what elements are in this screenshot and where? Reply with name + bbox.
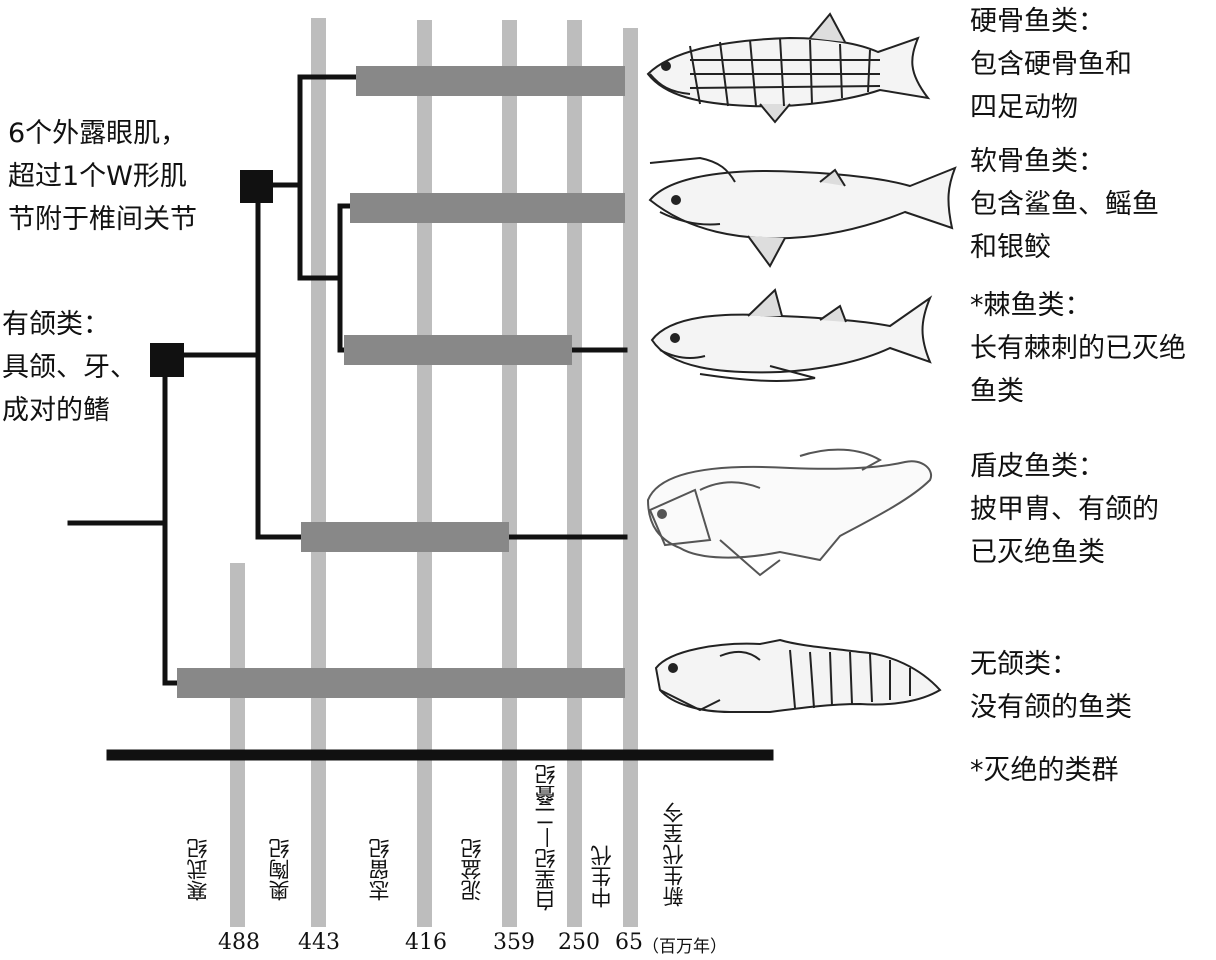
tick-label-250: 250	[558, 930, 600, 955]
crown-characters-label: 6个外露眼肌， 超过1个W形肌 节附于椎间关节	[8, 112, 197, 241]
time-band-359	[502, 20, 517, 927]
taxon-label-osteichthyes: 硬骨鱼类： 包含硬骨鱼和 四足动物	[970, 0, 1132, 129]
taxon-label-line: 没有颌的鱼类	[970, 692, 1132, 723]
ostracoderm-drawing	[654, 638, 942, 713]
taxon-label-line: 和银鲛	[970, 232, 1051, 263]
taxon-label-line: 已灭绝鱼类	[970, 537, 1105, 568]
jawed-node	[150, 343, 184, 377]
crown-characters-line: 6个外露眼肌，	[8, 118, 188, 149]
period-label-silurian: 志留纪	[368, 838, 392, 901]
shark-drawing	[648, 156, 957, 268]
jawed-characters-line: 成对的鳍	[2, 395, 110, 426]
range-bar-agnatha	[177, 668, 625, 698]
tick-unit-label: （百万年）	[642, 937, 727, 957]
time-band-488	[230, 563, 245, 927]
jawed-characters-label: 有颌类： 具颌、牙、 成对的鳍	[2, 303, 137, 432]
taxon-label-line: 长有棘刺的已灭绝	[970, 333, 1186, 364]
crown-characters-line: 节附于椎间关节	[8, 204, 197, 235]
time-band-65	[623, 28, 638, 927]
taxon-label-line: 软骨鱼类：	[970, 146, 1105, 177]
tick-label-488: 488	[218, 930, 260, 955]
time-band-250	[567, 20, 582, 927]
taxon-label-line: 披甲胄、有颌的	[970, 494, 1159, 525]
tick-label-65: 65	[615, 930, 643, 955]
placoderm-drawing	[646, 448, 933, 577]
extinct-footnote: *灭绝的类群	[970, 755, 1119, 786]
range-bar-chondrichthyes	[350, 193, 625, 223]
time-band-443	[311, 18, 326, 927]
bony-fish-drawing	[646, 12, 931, 124]
range-bars	[177, 66, 625, 698]
range-bar-acanthodii	[344, 335, 572, 365]
taxon-label-line: 四足动物	[970, 92, 1078, 123]
period-label-devonian: 泥盆纪	[460, 838, 484, 901]
taxon-label-chondrichthyes: 软骨鱼类： 包含鲨鱼、鳐鱼 和银鲛	[970, 140, 1159, 269]
time-band-416	[417, 20, 432, 927]
tick-label-359: 359	[493, 930, 535, 955]
taxon-label-line: 盾皮鱼类：	[970, 451, 1105, 482]
taxon-label-acanthodii: *棘鱼类： 长有棘刺的已灭绝 鱼类	[970, 284, 1186, 413]
period-label-cenozoic: 新生代至今	[662, 802, 686, 907]
taxon-label-line: 鱼类	[970, 376, 1024, 407]
taxon-label-line: 无颌类：	[970, 649, 1078, 680]
taxon-label-line: 包含硬骨鱼和	[970, 49, 1132, 80]
period-label-ordovician: 奥陶纪	[268, 838, 292, 901]
taxon-label-placodermi: 盾皮鱼类： 披甲胄、有颌的 已灭绝鱼类	[970, 445, 1159, 574]
range-bar-osteichthyes	[356, 66, 625, 96]
taxon-label-line: 硬骨鱼类：	[970, 6, 1105, 37]
acanthodian-drawing	[650, 288, 933, 382]
period-label-mesozoic: 中生代	[590, 845, 614, 908]
jawed-characters-line: 具颌、牙、	[2, 352, 137, 383]
taxon-label-line: 包含鲨鱼、鳐鱼	[970, 189, 1159, 220]
jawed-characters-line: 有颌类：	[2, 309, 110, 340]
tick-label-416: 416	[405, 930, 447, 955]
range-bar-placodermi	[301, 522, 509, 552]
taxon-label-line: *棘鱼类：	[970, 290, 1092, 321]
tick-label-443: 443	[298, 930, 340, 955]
period-label-cretaceous-permian: 白垩纪—二叠纪	[534, 764, 558, 911]
period-label-cambrian: 寒武纪	[186, 838, 210, 901]
crown-characters-line: 超过1个W形肌	[8, 161, 187, 192]
crown-node	[240, 170, 273, 203]
time-bands	[230, 18, 638, 927]
taxon-label-agnatha: 无颌类： 没有颌的鱼类	[970, 643, 1132, 729]
